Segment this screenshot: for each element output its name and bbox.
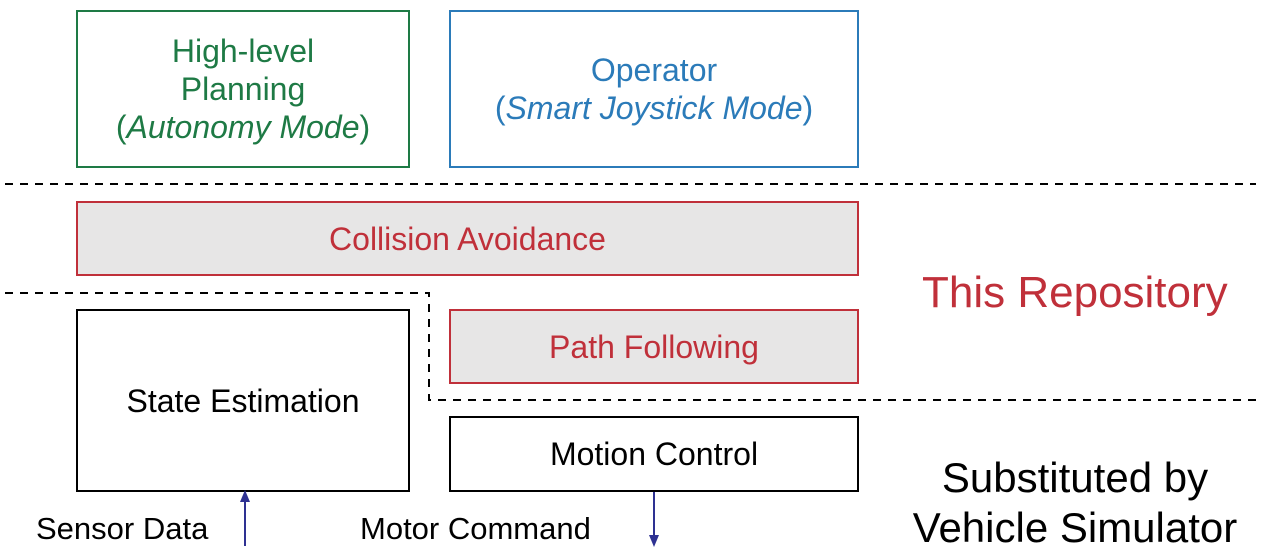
sensor-data-arrowhead xyxy=(240,490,250,502)
operator-box: Operator (Smart Joystick Mode) xyxy=(449,10,859,168)
high-level-planning-box: High-level Planning (Autonomy Mode) xyxy=(76,10,410,168)
sensor-data-label: Sensor Data xyxy=(36,511,209,546)
motion-control-label: Motion Control xyxy=(549,436,759,472)
motor-command-arrowhead xyxy=(649,535,659,547)
substituted-by-simulator-label: Substituted by Vehicle Simulator xyxy=(905,453,1245,553)
motion-control-box: Motion Control xyxy=(449,416,859,492)
state-estimation-label: State Estimation xyxy=(126,382,360,419)
path-following-box: Path Following xyxy=(449,309,859,384)
operator-title: Operator xyxy=(590,52,718,88)
collision-avoidance-label: Collision Avoidance xyxy=(329,220,606,257)
smart-joystick-mode-label: (Smart Joystick Mode) xyxy=(494,90,814,126)
path-following-label: Path Following xyxy=(549,328,759,365)
substituted-line-1: Substituted by xyxy=(941,454,1209,501)
this-repository-label: This Repository xyxy=(922,268,1228,317)
high-level-title: High-level xyxy=(171,33,315,69)
collision-avoidance-box: Collision Avoidance xyxy=(76,201,859,276)
motor-command-label: Motor Command xyxy=(360,511,591,546)
planning-title: Planning xyxy=(180,71,306,107)
lower-dashed-divider xyxy=(5,292,1256,401)
state-estimation-box: State Estimation xyxy=(76,309,410,492)
substituted-line-2: Vehicle Simulator xyxy=(912,504,1238,551)
autonomy-mode-label: (Autonomy Mode) xyxy=(115,109,371,145)
